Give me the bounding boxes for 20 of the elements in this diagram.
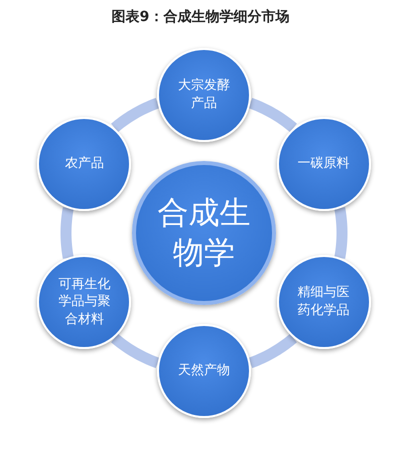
node-label: 可再生化学品与聚合材料 (58, 276, 110, 328)
segment-circle (276, 255, 370, 349)
ring-connector (111, 98, 161, 132)
node-label: 一碳原料 (298, 155, 350, 173)
node-label: 农产品 (64, 155, 105, 173)
ring-connector (111, 334, 161, 368)
segment-circle (157, 324, 251, 418)
ring-connector (247, 334, 297, 368)
segment-circle (157, 48, 251, 142)
segment-circle (276, 117, 370, 211)
node-label: 合成生物学 (158, 194, 250, 273)
segment-circle (37, 255, 132, 349)
node-label: 精细与医药化学品 (298, 284, 350, 320)
segment-circle (37, 117, 132, 211)
chart-title: 图表9：合成生物学细分市场 (110, 8, 290, 26)
ring-connector (60, 205, 74, 261)
node-label: 天然产物 (178, 362, 230, 380)
ring-connector (334, 205, 348, 261)
node-label: 大宗发酵产品 (178, 77, 230, 113)
ring-connector (247, 98, 297, 132)
